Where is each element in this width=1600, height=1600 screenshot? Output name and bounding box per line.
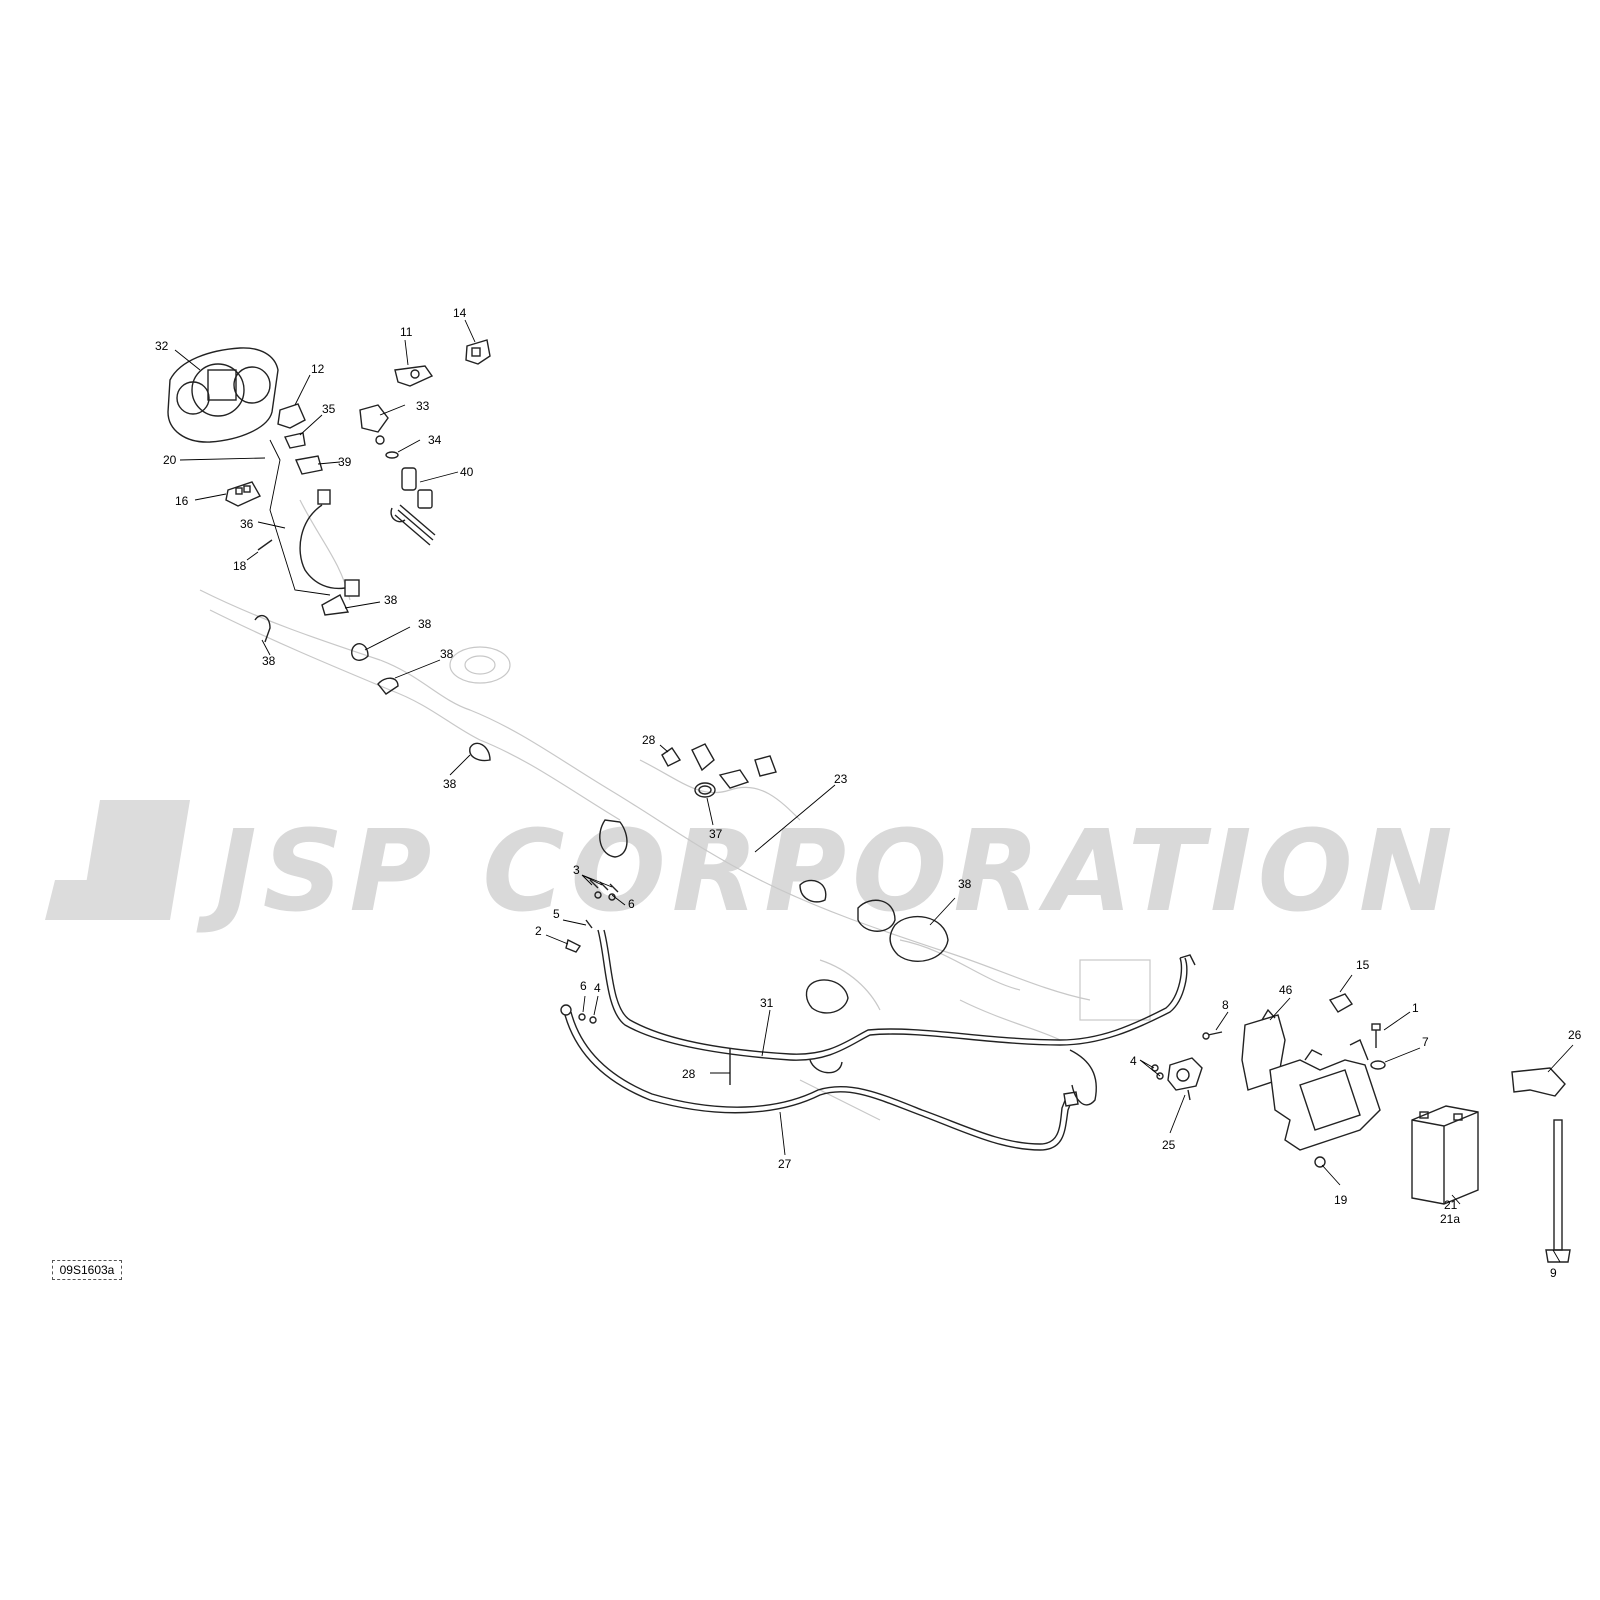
callout-31: 31 xyxy=(760,996,774,1010)
connector-37 xyxy=(691,743,777,798)
terminal-5 xyxy=(585,919,593,929)
drawing-reference-code: 09S1603a xyxy=(52,1260,122,1280)
callout-1: 1 xyxy=(1412,1001,1419,1015)
callout-32: 32 xyxy=(155,339,169,353)
callout-11: 11 xyxy=(400,325,413,339)
leader-lines xyxy=(174,319,1574,1263)
callout-21: 21 xyxy=(1444,1198,1458,1212)
callout-labels: 32 11 14 12 35 33 34 20 39 40 16 36 18 3… xyxy=(155,306,1582,1280)
callout-38-a: 38 xyxy=(384,593,398,607)
clip-28-upper xyxy=(661,747,682,767)
callout-5: 5 xyxy=(553,907,560,921)
cable-tie-loops xyxy=(599,819,949,1014)
switch-16 xyxy=(225,481,261,507)
tether-cord xyxy=(390,467,436,546)
handlebar-switch xyxy=(394,365,434,387)
o-ring xyxy=(385,451,399,459)
callout-39: 39 xyxy=(338,455,352,469)
key-switch xyxy=(359,404,389,445)
callout-4-a: 4 xyxy=(594,981,601,995)
fuse-15 xyxy=(1328,993,1354,1013)
callout-35: 35 xyxy=(322,402,336,416)
callout-40: 40 xyxy=(460,465,474,479)
battery-tray xyxy=(1269,1039,1381,1168)
callout-23: 23 xyxy=(834,772,848,786)
instrument-cluster xyxy=(167,347,279,443)
callout-33: 33 xyxy=(416,399,430,413)
callout-38-c: 38 xyxy=(418,617,432,631)
connector-12 xyxy=(277,403,306,429)
callout-38-e: 38 xyxy=(443,777,457,791)
wire-36 xyxy=(299,489,360,597)
callout-38-b: 38 xyxy=(262,654,276,668)
callout-3: 3 xyxy=(573,863,580,877)
starter-solenoid xyxy=(1151,1057,1203,1101)
battery xyxy=(1411,1105,1479,1205)
callout-36: 36 xyxy=(240,517,254,531)
callout-38-f: 38 xyxy=(958,877,972,891)
callout-9: 9 xyxy=(1550,1266,1557,1280)
battery-cable-31 xyxy=(597,929,1196,1074)
callout-20: 20 xyxy=(163,453,177,467)
callout-14: 14 xyxy=(453,306,467,320)
watermark-text: JSP CORPORATION xyxy=(196,807,1459,937)
callout-12: 12 xyxy=(311,362,325,376)
callout-7: 7 xyxy=(1422,1035,1429,1049)
battery-strap xyxy=(1545,1119,1571,1263)
callout-28-a: 28 xyxy=(642,733,656,747)
callout-8: 8 xyxy=(1222,998,1229,1012)
callout-46: 46 xyxy=(1279,983,1293,997)
callout-2: 2 xyxy=(535,924,542,938)
cable-tie-38 xyxy=(254,594,491,762)
callout-28-b: 28 xyxy=(682,1067,696,1081)
callout-34: 34 xyxy=(428,433,442,447)
connector-35 xyxy=(284,432,306,449)
washer-7 xyxy=(1370,1060,1386,1070)
callout-4-b: 4 xyxy=(1130,1054,1137,1068)
nuts-4-6 xyxy=(578,1013,597,1024)
screw-1 xyxy=(1371,1023,1381,1048)
watermark: JSP CORPORATION xyxy=(45,800,1459,937)
callout-25: 25 xyxy=(1162,1138,1176,1152)
callout-18: 18 xyxy=(233,559,247,573)
bracket-26 xyxy=(1511,1067,1566,1097)
screw-18 xyxy=(257,539,273,551)
connector-39 xyxy=(295,455,323,475)
callout-6-a: 6 xyxy=(628,897,635,911)
battery-cable-27 xyxy=(560,1004,1097,1151)
callout-21a: 21a xyxy=(1440,1212,1460,1226)
screw-8 xyxy=(1202,1031,1223,1040)
throttle-switch xyxy=(465,339,491,365)
callout-26: 26 xyxy=(1568,1028,1582,1042)
bolt-2 xyxy=(565,938,582,953)
callout-15: 15 xyxy=(1356,958,1370,972)
callout-6-b: 6 xyxy=(580,979,587,993)
callout-19: 19 xyxy=(1334,1193,1348,1207)
callout-37: 37 xyxy=(709,827,723,841)
callout-16: 16 xyxy=(175,494,189,508)
callout-27: 27 xyxy=(778,1157,792,1171)
callout-38-d: 38 xyxy=(440,647,454,661)
